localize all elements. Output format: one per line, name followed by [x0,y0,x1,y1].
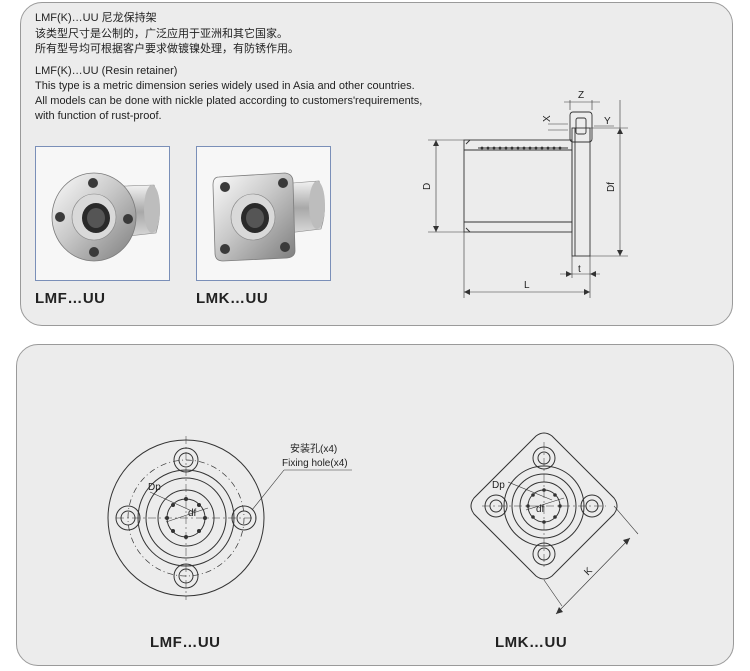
hole-label-cn: 安装孔(x4) [290,442,337,455]
label-D: D [422,183,433,190]
desc-en-line2: All models can be done with nickle plate… [35,95,423,107]
hole-label-en: Fixing hole(x4) [282,458,348,469]
label-df-round: df [188,508,197,519]
side-view-drawing: D Df L t Z X Y [422,90,628,298]
front-views-drawing: Dp df 安装孔(x4) Fixing hole(x4) Dp df K [107,432,639,615]
lmk-photo-caption: LMK…UU [196,290,269,307]
desc-en-line1: This type is a metric dimension series w… [35,80,415,92]
label-Df: Df [606,182,617,192]
label-t: t [578,264,581,275]
desc-en-line3: with function of rust-proof. [35,110,162,122]
desc-cn-line1: 该类型尺寸是公制的，广泛应用于亚洲和其它国家。 [35,27,288,40]
lmk-front-caption: LMK…UU [495,634,568,651]
lmk-product-photo [196,146,331,281]
label-Z: Z [578,90,584,101]
label-L: L [524,280,530,291]
label-Y: Y [604,116,611,127]
label-df-square: df [536,504,545,515]
lmf-photo-caption: LMF…UU [35,290,106,307]
title-cn: LMF(K)…UU 尼龙保持架 [35,12,157,24]
desc-cn-line2: 所有型号均可根据客户要求做镀镍处理，有防锈作用。 [35,42,299,55]
bottom-panel [16,344,734,666]
label-Dp-round: Dp [148,482,161,493]
label-X: X [542,115,553,122]
lmf-product-photo [35,146,170,281]
title-en: LMF(K)…UU (Resin retainer) [35,65,178,77]
label-Dp-square: Dp [492,480,505,491]
lmf-front-caption: LMF…UU [150,634,221,651]
lmk-front-view [470,432,639,615]
